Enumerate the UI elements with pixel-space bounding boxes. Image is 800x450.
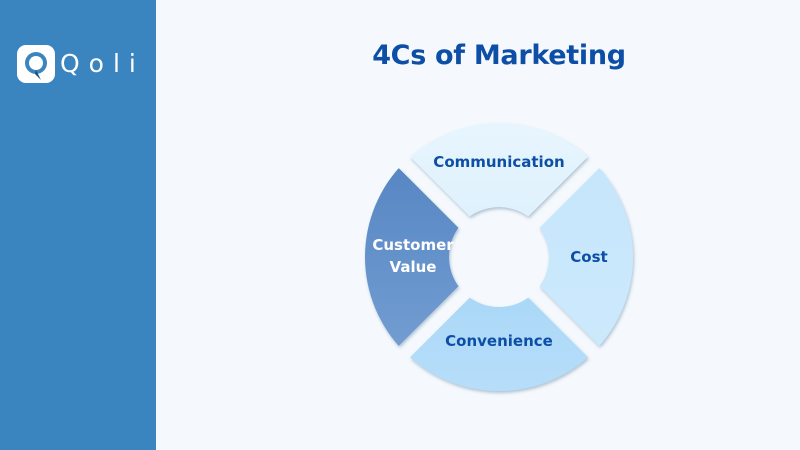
label-customer-value-line2: Value [389, 258, 437, 276]
sidebar: Qoli [0, 0, 156, 450]
qoli-logo-icon [17, 45, 55, 83]
brand-logo: Qoli [16, 44, 145, 84]
label-customer-value-line1: Customer [372, 236, 454, 254]
label-cost: Cost [570, 248, 608, 266]
label-convenience: Convenience [445, 332, 553, 350]
segment-customer-value [349, 107, 499, 407]
segment-cost [499, 107, 649, 407]
segment-convenience [349, 257, 649, 407]
label-communication: Communication [433, 153, 565, 171]
brand-name: Qoli [60, 49, 145, 78]
page-title: 4Cs of Marketing [372, 40, 626, 71]
label-customer-value: Customer Value [372, 234, 453, 278]
